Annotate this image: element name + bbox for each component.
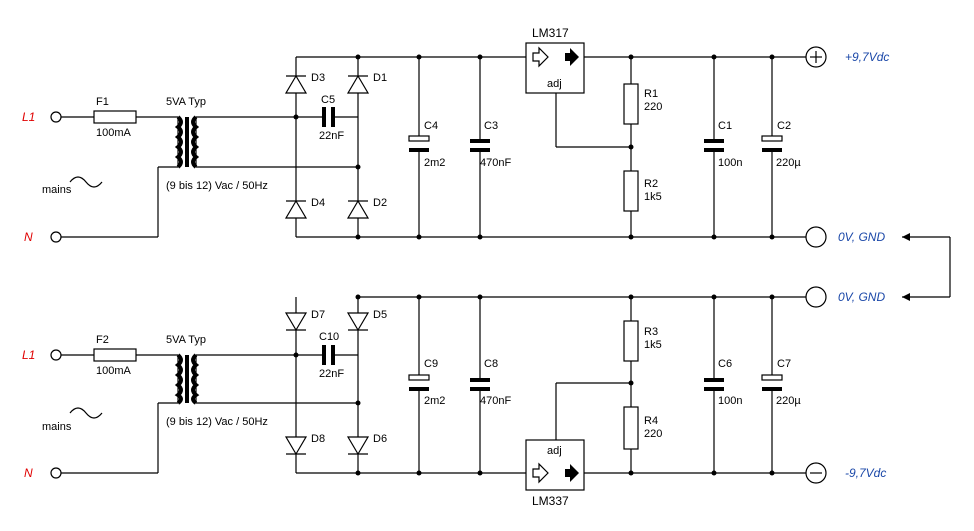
r3-value: 1k5: [644, 339, 662, 351]
gnd-label-upper: 0V, GND: [838, 230, 885, 244]
fuse-f1-ref: F1: [96, 96, 109, 108]
c4-label: C4: [424, 120, 438, 132]
transformer-secondary-lower: (9 bis 12) Vac / 50Hz: [166, 416, 268, 428]
d1-label: D1: [373, 72, 387, 84]
resistor-r1: [623, 83, 639, 125]
c10-value: 22nF: [319, 368, 344, 380]
l1-label-lower: L1: [22, 348, 35, 362]
l1-terminal-upper[interactable]: [50, 111, 62, 123]
r2-label: R2: [644, 178, 658, 190]
fuse-f2: [93, 348, 137, 362]
diode-d7: [284, 312, 308, 332]
diode-d8: [284, 436, 308, 456]
resistor-r2: [623, 170, 639, 212]
n-label-upper: N: [24, 230, 33, 244]
arrow-outline-icon-lower: [532, 462, 549, 484]
transformer-ref-upper: 5VA Typ: [166, 96, 206, 108]
regulator-lm337: [525, 439, 585, 491]
arrow-solid-icon: [565, 48, 579, 66]
d7-label: D7: [311, 309, 325, 321]
arrow-solid-icon-lower: [565, 464, 579, 482]
c6-value: 100n: [718, 395, 742, 407]
resistor-r4: [623, 406, 639, 450]
d3-label: D3: [311, 72, 325, 84]
r4-label: R4: [644, 415, 658, 427]
upper-supply: L1 N F1 100mA mains 5VA Typ (9 bis 12) V…: [22, 26, 889, 248]
c9-label: C9: [424, 358, 438, 370]
r2-value: 1k5: [644, 191, 662, 203]
lm317-adj: adj: [547, 78, 562, 90]
diode-d6: [346, 436, 370, 456]
lower-supply: L1 N F2 100mA mains 5VA Typ (9 bis 12) V…: [22, 286, 886, 508]
gnd-label-lower: 0V, GND: [838, 290, 885, 304]
fuse-f2-value: 100mA: [96, 365, 132, 377]
resistor-r3: [623, 320, 639, 362]
c5-value: 22nF: [319, 130, 344, 142]
c7-label: C7: [777, 358, 791, 370]
diode-d3: [284, 74, 308, 94]
l1-terminal-lower[interactable]: [50, 349, 62, 361]
c1-label: C1: [718, 120, 732, 132]
n-label-lower: N: [24, 466, 33, 480]
ac-sine-icon: [69, 176, 103, 188]
ground-terminal-icon[interactable]: [805, 226, 827, 248]
mains-label-upper: mains: [42, 184, 72, 196]
d4-label: D4: [311, 197, 325, 209]
r4-value: 220: [644, 428, 662, 440]
d6-label: D6: [373, 433, 387, 445]
arrow-outline-icon: [532, 46, 549, 68]
c1-value: 100n: [718, 157, 742, 169]
c8-label: C8: [484, 358, 498, 370]
r3-label: R3: [644, 326, 658, 338]
c8-value: 470nF: [480, 395, 511, 407]
d8-label: D8: [311, 433, 325, 445]
ground-terminal-icon-lower[interactable]: [805, 286, 827, 308]
c7-value: 220µ: [776, 395, 801, 407]
negative-output-label: -9,7Vdc: [845, 466, 886, 480]
n-terminal-upper[interactable]: [50, 231, 62, 243]
mains-label-lower: mains: [42, 421, 72, 433]
transformer-secondary-upper: (9 bis 12) Vac / 50Hz: [166, 180, 268, 192]
d2-label: D2: [373, 197, 387, 209]
lm317-label: LM317: [532, 26, 569, 40]
r1-label: R1: [644, 88, 658, 100]
fuse-f1: [93, 110, 137, 124]
c4-value: 2m2: [424, 157, 445, 169]
c2-label: C2: [777, 120, 791, 132]
n-terminal-lower[interactable]: [50, 467, 62, 479]
d5-label: D5: [373, 309, 387, 321]
fuse-f2-ref: F2: [96, 334, 109, 346]
regulator-lm317: [525, 42, 585, 94]
c5-label: C5: [321, 94, 335, 106]
c6-label: C6: [718, 358, 732, 370]
diode-d4: [284, 199, 308, 219]
lm337-adj: adj: [547, 445, 562, 457]
diode-d2: [346, 199, 370, 219]
lm337-label: LM337: [532, 494, 569, 508]
transformer-upper: [174, 115, 200, 169]
positive-output-label: +9,7Vdc: [845, 50, 889, 64]
c2-value: 220µ: [776, 157, 801, 169]
c3-label: C3: [484, 120, 498, 132]
diode-d5: [346, 312, 370, 332]
diode-d1: [346, 74, 370, 94]
c10-label: C10: [319, 331, 339, 343]
ground-link: [902, 233, 951, 301]
r1-value: 220: [644, 101, 662, 113]
c9-value: 2m2: [424, 395, 445, 407]
transformer-ref-lower: 5VA Typ: [166, 334, 206, 346]
c3-value: 470nF: [480, 157, 511, 169]
ac-sine-icon-lower: [69, 407, 103, 419]
l1-label-upper: L1: [22, 110, 35, 124]
transformer-lower: [174, 353, 200, 405]
fuse-f1-value: 100mA: [96, 127, 132, 139]
